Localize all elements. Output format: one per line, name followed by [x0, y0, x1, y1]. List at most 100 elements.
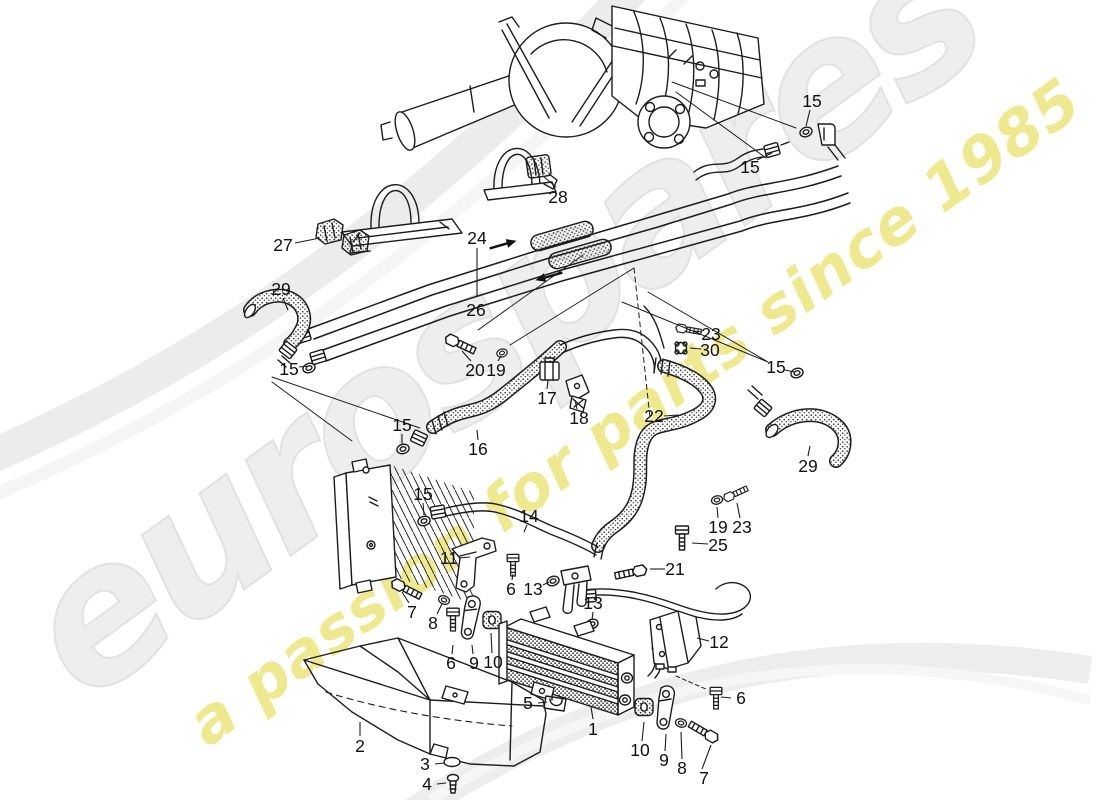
part-number: 19 [486, 360, 505, 380]
clip-5 [543, 695, 567, 712]
leader-line [451, 644, 454, 655]
spacer-10 [634, 697, 654, 717]
leader-line [476, 429, 479, 441]
part-label-8[interactable]: 8 [428, 603, 443, 633]
leader-line [784, 369, 795, 373]
bracket-9 [460, 594, 482, 641]
leader-line [401, 591, 410, 604]
part-label-15[interactable]: 15 [766, 357, 795, 377]
part-label-15[interactable]: 15 [740, 152, 773, 177]
part-label-15[interactable]: 15 [279, 359, 309, 379]
part-label-29[interactable]: 29 [798, 445, 818, 476]
part-label-15[interactable]: 15 [392, 415, 412, 444]
leader-line [282, 297, 289, 311]
part-number: 18 [569, 408, 588, 428]
part-label-22[interactable]: 22 [644, 406, 679, 426]
leader-line [736, 502, 741, 519]
leader-line [294, 237, 321, 244]
part-label-15[interactable]: 15 [413, 484, 433, 516]
part-label-19[interactable]: 19 [486, 355, 506, 380]
part-number: 30 [700, 340, 720, 360]
part-label-15[interactable]: 15 [802, 91, 822, 127]
part-label-23[interactable]: 23 [732, 502, 752, 537]
part-label-1[interactable]: 1 [588, 706, 598, 739]
part-number: 7 [407, 602, 417, 622]
part-label-7[interactable]: 7 [699, 744, 712, 788]
leader-line [436, 782, 447, 785]
part-label-13[interactable]: 13 [583, 593, 603, 621]
transmission-assembly [380, 5, 797, 159]
part-number: 15 [279, 359, 298, 379]
part-number: 6 [506, 579, 516, 599]
leader-line [298, 365, 309, 368]
part-label-8[interactable]: 8 [677, 731, 687, 778]
part-label-11[interactable]: 11 [440, 548, 471, 568]
part-number: 8 [677, 758, 687, 778]
oil-pipe-26 [319, 192, 851, 362]
part-label-3[interactable]: 3 [420, 754, 445, 774]
leader-line [461, 350, 472, 362]
part-label-10[interactable]: 10 [483, 632, 503, 672]
part-number: 9 [659, 750, 669, 770]
oil-pipe-24 [307, 165, 842, 340]
part-number: 14 [519, 506, 539, 526]
part-number: 15 [413, 484, 432, 504]
part-number: 19 [708, 517, 727, 537]
leader-line [542, 175, 557, 188]
u-bolt-clamps [315, 147, 558, 256]
part-label-9[interactable]: 9 [469, 644, 479, 673]
part-label-27[interactable]: 27 [273, 235, 321, 255]
bracket-18 [565, 374, 590, 413]
hose-22 [591, 305, 717, 553]
part-number: 16 [468, 439, 487, 459]
part-label-10[interactable]: 10 [630, 721, 650, 760]
part-label-24[interactable]: 24 [467, 228, 487, 296]
part-label-23[interactable]: 23 [693, 324, 721, 344]
part-label-5[interactable]: 5 [523, 693, 548, 713]
part-label-12[interactable]: 12 [696, 632, 729, 652]
part-label-6[interactable]: 6 [506, 573, 516, 599]
part-label-29[interactable]: 29 [271, 279, 291, 311]
washer-8 [673, 716, 689, 730]
part-number: 6 [446, 653, 456, 673]
part-label-6[interactable]: 6 [446, 644, 456, 673]
part-label-30[interactable]: 30 [689, 340, 720, 360]
bracket-11 [451, 537, 497, 593]
part-number: 13 [523, 579, 542, 599]
part-label-2[interactable]: 2 [355, 722, 365, 756]
part-number: 13 [583, 593, 602, 613]
part-label-14[interactable]: 14 [519, 506, 539, 533]
part-label-9[interactable]: 9 [659, 733, 669, 770]
drawing-layer [243, 5, 852, 794]
bolt-7 [686, 718, 721, 746]
part-label-13[interactable]: 13 [523, 579, 550, 599]
leader-line [720, 696, 732, 699]
leader-fan-lines [271, 254, 769, 691]
leader-line [471, 644, 474, 655]
part-label-21[interactable]: 21 [650, 559, 685, 579]
clamp-halves-27 [315, 218, 370, 256]
part-number: 29 [271, 279, 290, 299]
part-number: 25 [708, 535, 727, 555]
nut-30 [674, 341, 688, 355]
part-label-19[interactable]: 19 [708, 506, 728, 537]
part-label-7[interactable]: 7 [401, 591, 417, 622]
part-label-28[interactable]: 28 [542, 175, 568, 207]
part-label-17[interactable]: 17 [537, 379, 557, 408]
screw-21 [613, 563, 649, 582]
part-number: 9 [469, 653, 479, 673]
part-number: 15 [802, 91, 821, 111]
part-label-26[interactable]: 26 [466, 300, 485, 320]
part-label-6[interactable]: 6 [720, 688, 746, 708]
part-label-4[interactable]: 4 [422, 774, 447, 794]
radiator [333, 458, 474, 604]
part-label-20[interactable]: 20 [461, 350, 485, 380]
leader-line [716, 506, 719, 519]
part-label-25[interactable]: 25 [691, 535, 728, 555]
nut-3 [443, 756, 461, 768]
leader-line [434, 762, 445, 765]
part-label-18[interactable]: 18 [569, 399, 589, 428]
part-label-16[interactable]: 16 [468, 429, 488, 459]
bracket-9 [656, 685, 676, 730]
part-number: 21 [665, 559, 684, 579]
